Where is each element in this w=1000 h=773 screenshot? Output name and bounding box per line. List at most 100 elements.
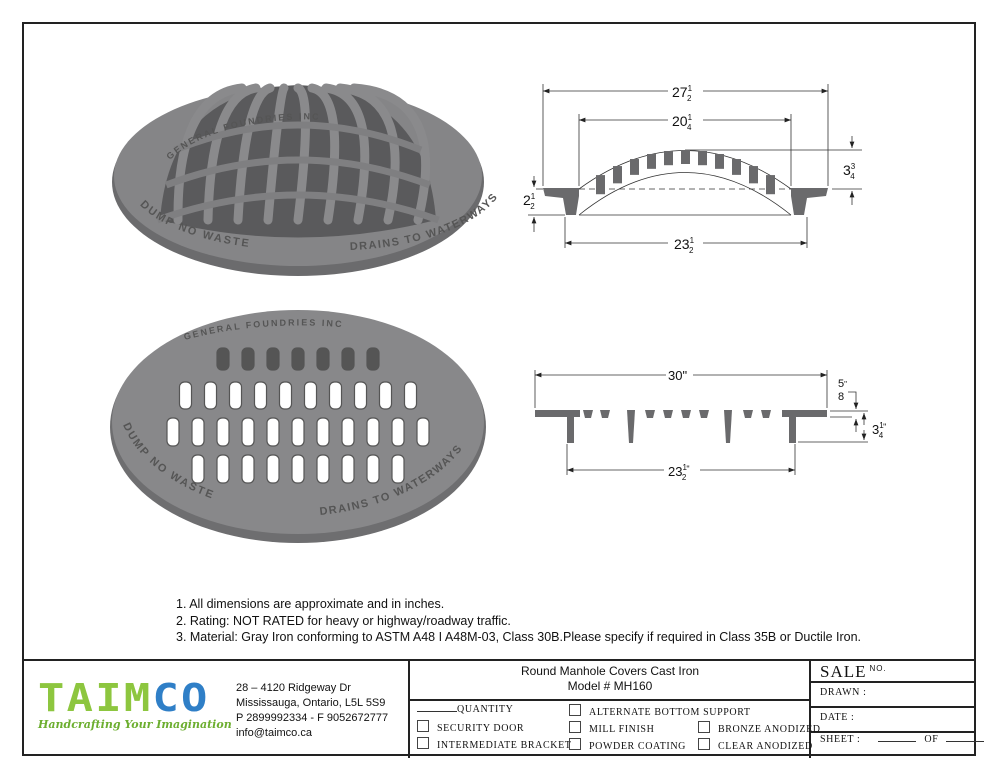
dome-section-view (528, 84, 862, 248)
dome-bar (766, 175, 775, 195)
grate-slot (191, 454, 205, 484)
grate-slot (266, 417, 280, 447)
address-line: 28 – 4120 Ridgeway Dr (236, 682, 351, 694)
grate-slot (366, 347, 380, 371)
grate-slot (216, 454, 230, 484)
grate-tooth (761, 410, 771, 418)
dim-flat-overall: 30" (668, 368, 687, 383)
dome-bar (630, 159, 639, 175)
grate-slot (241, 454, 255, 484)
grate-slot (403, 381, 418, 410)
date-field[interactable]: DATE : (820, 712, 855, 723)
grate-slot (241, 417, 255, 447)
drawing-title: Round Manhole Covers Cast Iron Model # M… (410, 664, 810, 694)
grate-slot (178, 381, 193, 410)
grate-ring (156, 191, 440, 224)
grate-slot (391, 454, 405, 484)
grate-slot (328, 381, 343, 410)
logo-tagline: Handcrafting Your Imagination (38, 718, 232, 731)
dome-bar (698, 151, 707, 166)
dome-bar (715, 154, 724, 169)
grate-slot (316, 417, 330, 447)
grate-slot (316, 454, 330, 484)
address-line: Mississauga, Ontario, L5L 5S9 (236, 697, 386, 709)
grate-slot (228, 381, 243, 410)
grate-slot (278, 381, 293, 410)
grate-slot (366, 454, 380, 484)
sheet-field[interactable]: SHEET :OF (820, 734, 985, 745)
grate-rib (233, 83, 275, 225)
title-text: Round Manhole Covers Cast Iron (520, 664, 700, 678)
dome-bar (596, 175, 605, 195)
dome-bar (749, 166, 758, 184)
title-block (22, 659, 976, 758)
notes: 1. All dimensions are approximate and in… (176, 596, 861, 646)
grate-slot (266, 454, 280, 484)
grate-slot (316, 347, 330, 371)
dome-bar (681, 150, 690, 164)
note-2: 2. Rating: NOT RATED for heavy or highwa… (176, 613, 511, 628)
model-number: Model # MH160 (567, 679, 653, 693)
grate-slot (303, 381, 318, 410)
dome-section-solids (543, 150, 828, 215)
dome-bar (647, 154, 656, 169)
grate-slot (416, 417, 430, 447)
email[interactable]: info@taimco.ca (236, 727, 312, 739)
flat-section-solids (535, 410, 827, 443)
taimco-logo: TAIMCO Handcrafting Your Imagination (38, 676, 232, 731)
grate-tooth (583, 410, 593, 418)
grate-slot (241, 347, 255, 371)
grate-slot (191, 417, 205, 447)
note-3: 3. Material: Gray Iron conforming to AST… (176, 630, 862, 644)
grate-slot (291, 454, 305, 484)
grate-rib (203, 83, 261, 225)
grate-ring (165, 156, 431, 189)
grate-slot (366, 417, 380, 447)
phone-fax: P 2899992334 - F 9052672777 (236, 712, 389, 724)
grate-slot (203, 381, 218, 410)
grate-slot (216, 347, 230, 371)
flat-section-view (534, 370, 868, 475)
grate-slot (216, 417, 230, 447)
grate-slot (353, 381, 368, 410)
grate-slot (266, 347, 280, 371)
grate-tooth (699, 410, 709, 418)
sheet-border (22, 22, 976, 756)
grate-tooth (743, 410, 753, 418)
grate-tooth (600, 410, 610, 418)
grate-rib (173, 83, 247, 225)
dim-flat-thickness: 5"8 (838, 378, 847, 403)
note-1: 1. All dimensions are approximate and in… (176, 597, 445, 611)
grate-slot (341, 417, 355, 447)
grate-ring (173, 121, 423, 154)
grate-slot (166, 417, 180, 447)
dome-bar (613, 166, 622, 184)
grate-slot (391, 417, 405, 447)
company-address: 28 – 4120 Ridgeway Dr Mississauga, Ontar… (236, 681, 388, 741)
drawn-field[interactable]: DRAWN : (820, 687, 867, 698)
grate-slot (291, 347, 305, 371)
grate-tooth (663, 410, 673, 418)
grate-slot (341, 347, 355, 371)
grate-slot (378, 381, 393, 410)
grate-tooth (645, 410, 655, 418)
grate-slot (341, 454, 355, 484)
grate-rib (349, 83, 431, 225)
flat-grate-render: GENERAL FOUNDRIES INC DUMP NO WASTE DRAI… (110, 310, 486, 543)
grate-slot (253, 381, 268, 410)
dome-bar (732, 159, 741, 175)
grate-slot (291, 417, 305, 447)
dome-grate-render: GENERAL FOUNDRIES INC DUMP NO WASTE DRAI… (112, 83, 499, 276)
